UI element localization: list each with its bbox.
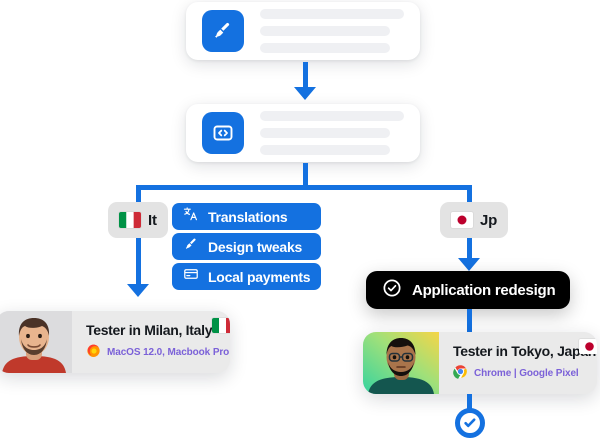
placeholder-lines — [260, 111, 404, 155]
tester-info: Tester in Tokyo, Japan Chrome | Google P… — [439, 332, 597, 394]
avatar — [0, 311, 72, 373]
connector-branch-bus — [136, 185, 472, 190]
placeholder-line — [260, 43, 390, 53]
placeholder-lines — [260, 9, 404, 53]
connector-jp-to-task — [467, 238, 472, 260]
pill-label: Translations — [208, 208, 288, 225]
task-pill-application-redesign[interactable]: Application redesign — [366, 271, 570, 309]
brush-icon — [202, 10, 244, 52]
japan-flag-icon — [451, 212, 473, 228]
end-check-circle-icon — [455, 408, 485, 438]
placeholder-line — [260, 26, 390, 36]
arrow-head-card1-card2 — [294, 87, 316, 100]
check-circle-icon — [382, 278, 402, 303]
tester-name: Tester in Tokyo, Japan — [453, 342, 597, 359]
language-badge-it[interactable]: It — [108, 202, 168, 238]
task-pill-label: Application redesign — [412, 281, 556, 299]
pill-translations[interactable]: Translations — [172, 203, 322, 230]
arrow-head-it-to-milan — [127, 284, 149, 297]
connector-task-to-tokyo — [467, 309, 472, 333]
connector-card1-card2 — [303, 62, 308, 89]
japan-flag-icon — [579, 339, 597, 354]
pill-local-payments[interactable]: Local payments — [172, 263, 322, 290]
connector-branch-left-drop — [136, 185, 141, 203]
tester-card-tokyo[interactable]: Tester in Tokyo, Japan Chrome | Google P… — [363, 332, 597, 394]
placeholder-line — [260, 111, 404, 121]
translate-icon — [183, 206, 199, 227]
tester-name: Tester in Milan, Italy — [86, 321, 213, 338]
tester-meta-text: Chrome | Google Pixel — [474, 368, 579, 379]
language-badge-jp[interactable]: Jp — [440, 202, 509, 238]
placeholder-line — [260, 128, 390, 138]
brush-icon — [183, 236, 199, 257]
tester-card-milan[interactable]: Tester in Milan, Italy MacOS 12.0, Macbo… — [0, 311, 230, 373]
arrow-head-jp-to-task — [458, 258, 480, 271]
connector-tokyo-to-end — [467, 394, 472, 412]
placeholder-line — [260, 9, 404, 19]
connector-it-to-milan — [136, 238, 141, 286]
language-badge-label: Jp — [480, 211, 498, 229]
pill-label: Local payments — [208, 268, 311, 285]
pill-design-tweaks[interactable]: Design tweaks — [172, 233, 322, 260]
card-code-spec[interactable] — [186, 104, 420, 162]
tester-meta: MacOS 12.0, Macbook Pro — [86, 343, 229, 363]
connector-branch-stem — [303, 163, 308, 187]
pill-label: Design tweaks — [208, 238, 303, 255]
placeholder-line — [260, 145, 390, 155]
feature-pill-stack: Translations Design tweaks Local payment… — [172, 203, 322, 290]
language-badge-label: It — [148, 211, 157, 229]
firefox-icon — [86, 343, 101, 363]
tester-meta: Chrome | Google Pixel — [453, 364, 596, 384]
code-icon — [202, 112, 244, 154]
credit-card-icon — [183, 266, 199, 287]
avatar — [363, 332, 439, 394]
chrome-icon — [453, 364, 468, 384]
card-design-brief[interactable] — [186, 2, 420, 60]
italy-flag-icon — [212, 318, 230, 333]
tester-meta-text: MacOS 12.0, Macbook Pro — [107, 347, 230, 358]
italy-flag-icon — [119, 212, 141, 228]
connector-branch-right-drop — [467, 185, 472, 203]
tester-info: Tester in Milan, Italy MacOS 12.0, Macbo… — [72, 311, 230, 373]
